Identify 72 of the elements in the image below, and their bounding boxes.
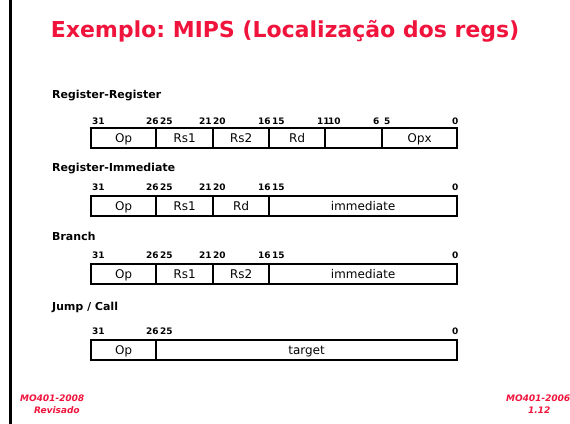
format-heading: Branch	[52, 230, 96, 243]
field-name: Rs1	[173, 131, 196, 145]
footer-text: MO401-2006	[506, 394, 570, 404]
instruction-field	[90, 263, 157, 285]
bit-number: 15	[272, 183, 285, 193]
field-name: Rd	[233, 199, 249, 213]
field-name: target	[288, 343, 325, 357]
instruction-field	[90, 195, 157, 217]
instruction-field	[212, 195, 270, 217]
instruction-field	[268, 195, 458, 217]
field-name: Rs2	[230, 267, 252, 281]
field-name: Op	[114, 267, 132, 281]
instruction-field	[268, 127, 326, 149]
bit-number: 31	[92, 327, 105, 337]
instruction-field	[381, 127, 458, 149]
bit-number: 21	[199, 183, 212, 193]
field-name: immediate	[330, 199, 396, 213]
empty-field-box	[324, 127, 383, 149]
instruction-field	[155, 127, 214, 149]
footer-text: 1.12	[528, 406, 550, 416]
footer-text: Revisado	[34, 406, 80, 416]
instruction-field	[155, 263, 214, 285]
field-name: Rd	[289, 131, 305, 145]
instruction-field	[155, 339, 458, 361]
bit-number: 0	[452, 327, 458, 337]
bit-number: 25	[160, 183, 173, 193]
bit-number: 20	[213, 183, 226, 193]
format-heading: Register-Register	[52, 88, 162, 101]
bit-number: 31	[92, 251, 105, 261]
field-name: Op	[114, 343, 132, 357]
instruction-field	[155, 195, 214, 217]
bit-number: 25	[160, 327, 173, 337]
field-name: Op	[114, 131, 132, 145]
bit-number: 20	[213, 251, 226, 261]
bit-number: 16	[258, 117, 271, 127]
format-heading: Register-Immediate	[52, 161, 176, 174]
bit-number: 21	[199, 117, 212, 127]
bit-number: 6	[373, 117, 380, 127]
bit-number: 26	[146, 251, 159, 261]
bit-number: 21	[199, 251, 212, 261]
bit-number: 10	[328, 117, 341, 127]
bit-number: 26	[146, 327, 159, 337]
bit-number: 0	[452, 117, 458, 127]
bit-number: 25	[160, 251, 173, 261]
field-name: Opx	[407, 131, 432, 145]
instruction-field	[90, 339, 157, 361]
bit-number: 0	[452, 183, 458, 193]
bit-number: 20	[213, 117, 226, 127]
bit-number: 0	[452, 251, 458, 261]
field-name: Rs1	[173, 267, 196, 281]
instruction-field	[212, 127, 270, 149]
field-name: Op	[114, 199, 132, 213]
bit-number: 11	[317, 117, 330, 127]
bit-number: 31	[92, 183, 105, 193]
slide-title: Exemplo: MIPS (Localização dos regs)	[50, 18, 520, 43]
bit-number: 16	[258, 183, 271, 193]
bit-number: 26	[146, 183, 159, 193]
bit-number: 16	[258, 251, 271, 261]
footer-text: MO401-2008	[20, 394, 84, 404]
bit-number: 31	[92, 117, 105, 127]
bit-number: 26	[146, 117, 159, 127]
instruction-field	[268, 263, 458, 285]
bit-number: 25	[160, 117, 173, 127]
field-name: Rs2	[230, 131, 252, 145]
field-name: Rs1	[173, 199, 196, 213]
bit-number: 5	[384, 117, 390, 127]
format-heading: Jump / Call	[52, 300, 118, 313]
instruction-field	[90, 127, 157, 149]
bit-number: 15	[272, 251, 285, 261]
bit-number: 15	[272, 117, 285, 127]
field-name: immediate	[330, 267, 396, 281]
instruction-field	[212, 263, 270, 285]
